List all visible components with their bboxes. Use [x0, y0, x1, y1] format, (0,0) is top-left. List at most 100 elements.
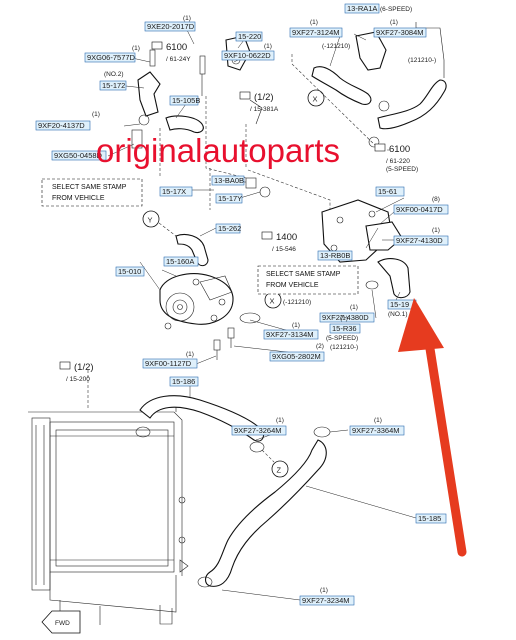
part-tag[interactable]: 15-17X — [159, 186, 193, 197]
svg-text:/ 61-220: / 61-220 — [386, 158, 410, 165]
part-tag[interactable]: 15-105B — [169, 95, 200, 106]
part-tag[interactable]: 13-RA1A — [344, 3, 380, 14]
svg-text:SELECT SAME STAMP: SELECT SAME STAMP — [52, 184, 127, 191]
svg-text:(5-SPEED): (5-SPEED) — [386, 166, 418, 173]
svg-text:15-19: 15-19 — [390, 300, 409, 309]
radiator — [28, 399, 189, 625]
svg-text:(1): (1) — [183, 15, 191, 22]
svg-text:(-121210): (-121210) — [283, 299, 311, 306]
svg-text:15-17Y: 15-17Y — [218, 194, 242, 203]
svg-text:9XF27-4130D: 9XF27-4130D — [396, 236, 443, 245]
upper-radiator-hose — [135, 395, 265, 453]
part-tag[interactable]: 9XF27-3084M — [373, 27, 427, 38]
x-marker-mid: X — [264, 291, 282, 309]
part-tag[interactable]: 9XF00-1127D — [142, 358, 198, 369]
part-tag[interactable]: 9XF20-4137D — [35, 120, 91, 131]
svg-text:9XF00-1127D: 9XF00-1127D — [145, 359, 192, 368]
svg-text:(121210-): (121210-) — [330, 344, 358, 351]
svg-text:(1): (1) — [132, 45, 140, 52]
svg-text:15-17X: 15-17X — [162, 187, 186, 196]
part-tag[interactable]: 15-160A — [163, 256, 199, 267]
part-tag[interactable]: 15-185 — [415, 513, 447, 524]
svg-text:15-186: 15-186 — [172, 377, 195, 386]
svg-text:FROM VEHICLE: FROM VEHICLE — [52, 195, 105, 202]
fwd-arrow-icon: FWD — [41, 610, 81, 634]
part-tag[interactable]: 9XF00-0417D — [393, 204, 449, 215]
svg-text:15-185: 15-185 — [418, 514, 441, 523]
red-arrow-icon — [398, 298, 467, 557]
ref-callout-1: 6100 / 61-24Y — [151, 41, 191, 63]
part-tag[interactable]: 15-172 — [99, 80, 127, 91]
bypass-pipe — [175, 233, 209, 267]
part-tag[interactable]: 9XF27-4130D — [393, 235, 449, 246]
svg-text:(2): (2) — [316, 343, 324, 350]
svg-text:9XF27-4380D: 9XF27-4380D — [322, 313, 369, 322]
pump-bolts — [213, 312, 261, 360]
y-marker: Y — [142, 210, 177, 237]
svg-text:(1): (1) — [432, 227, 440, 234]
svg-text:9XF20-4137D: 9XF20-4137D — [38, 121, 85, 130]
svg-text:(5-SPEED): (5-SPEED) — [326, 335, 358, 342]
quantity-labels: (1) (1) (1) (1) (1) (1) (8) (1) (1) (1) … — [92, 15, 440, 594]
svg-text:9XE20-2017D: 9XE20-2017D — [147, 22, 195, 31]
part-tags: 9XE20-2017D 15-220 9XG06-7577D 9XF10-062… — [35, 3, 449, 606]
part-tag[interactable]: 9XF27-3124M — [289, 27, 343, 38]
svg-text:(6-SPEED): (6-SPEED) — [380, 6, 412, 13]
part-tag[interactable]: 9XG05-2802M — [269, 351, 325, 362]
part-tag[interactable]: 15-17Y — [215, 193, 243, 204]
part-tag[interactable]: 15-010 — [115, 266, 145, 277]
svg-text:13-RA1A: 13-RA1A — [347, 4, 377, 13]
part-tag[interactable]: 9XF27-3264M — [231, 425, 287, 436]
svg-text:9XF27-3084M: 9XF27-3084M — [376, 28, 424, 37]
middle-hose — [165, 115, 204, 134]
part-tag[interactable]: 9XF27-3134M — [263, 329, 319, 340]
part-tag[interactable]: 15-220 — [235, 31, 263, 42]
svg-text:9XF27-3134M: 9XF27-3134M — [266, 330, 314, 339]
ref-callout-4: 1400 / 15-546 — [261, 231, 297, 253]
notes: (NO.2) (6-SPEED) (-121210) (121210-) (-1… — [104, 6, 436, 351]
svg-text:(121210-): (121210-) — [408, 57, 436, 64]
part-tag[interactable]: 9XG06-7577D — [84, 52, 136, 63]
svg-text:13-BA0B: 13-BA0B — [214, 176, 244, 185]
part-tag[interactable]: 15-R36 — [329, 323, 361, 334]
part-tag[interactable]: 9XF27-3234M — [299, 595, 355, 606]
part-tag[interactable]: 9XE20-2017D — [144, 21, 196, 32]
svg-text:9XF27-3264M: 9XF27-3264M — [234, 426, 282, 435]
svg-text:X: X — [313, 95, 318, 104]
lower-radiator-hose — [197, 426, 331, 588]
sensor-assembly — [199, 35, 251, 96]
svg-text:15-105B: 15-105B — [172, 96, 200, 105]
fwd-label: FWD — [55, 620, 70, 627]
part-tag[interactable]: 15-186 — [169, 376, 199, 387]
upper-fitting — [131, 49, 161, 149]
svg-text:9XF00-0417D: 9XF00-0417D — [396, 205, 443, 214]
part-tag[interactable]: 15-61 — [375, 186, 405, 197]
svg-text:(1): (1) — [276, 417, 284, 424]
svg-text:(1): (1) — [350, 304, 358, 311]
part-tag[interactable]: 15-262 — [215, 223, 241, 234]
z-marker: Z — [261, 449, 289, 478]
svg-text:9XG05-2802M: 9XG05-2802M — [272, 352, 321, 361]
part-tag[interactable]: 9XF10-0622D — [221, 50, 275, 61]
svg-text:(1): (1) — [320, 587, 328, 594]
stamp-note-left: SELECT SAME STAMP FROM VEHICLE — [41, 178, 143, 207]
svg-text:9XG50-0458D: 9XG50-0458D — [54, 151, 103, 160]
svg-text:1400: 1400 — [276, 232, 297, 243]
svg-text:6100: 6100 — [389, 144, 410, 155]
part-tag[interactable]: 9XG50-0458D — [51, 150, 107, 161]
part-tag[interactable]: 9XF27-4380D — [319, 312, 375, 323]
svg-text:(1/2): (1/2) — [74, 362, 94, 373]
part-tag[interactable]: 13-BA0B — [211, 175, 245, 186]
part-tag[interactable]: 9XF27-3364M — [349, 425, 405, 436]
svg-text:/ 15-200: / 15-200 — [66, 376, 90, 383]
svg-text:9XF10-0622D: 9XF10-0622D — [224, 51, 271, 60]
water-pump — [159, 273, 234, 330]
svg-text:(1): (1) — [292, 322, 300, 329]
part-tag[interactable]: 13-RB0B — [317, 250, 353, 261]
thermostat-housing — [321, 199, 411, 299]
svg-text:15-010: 15-010 — [118, 267, 141, 276]
svg-text:13-RB0B: 13-RB0B — [320, 251, 350, 260]
svg-text:FROM VEHICLE: FROM VEHICLE — [266, 282, 319, 289]
stamp-note-right: SELECT SAME STAMP FROM VEHICLE — [257, 265, 359, 295]
svg-text:15-262: 15-262 — [218, 224, 241, 233]
